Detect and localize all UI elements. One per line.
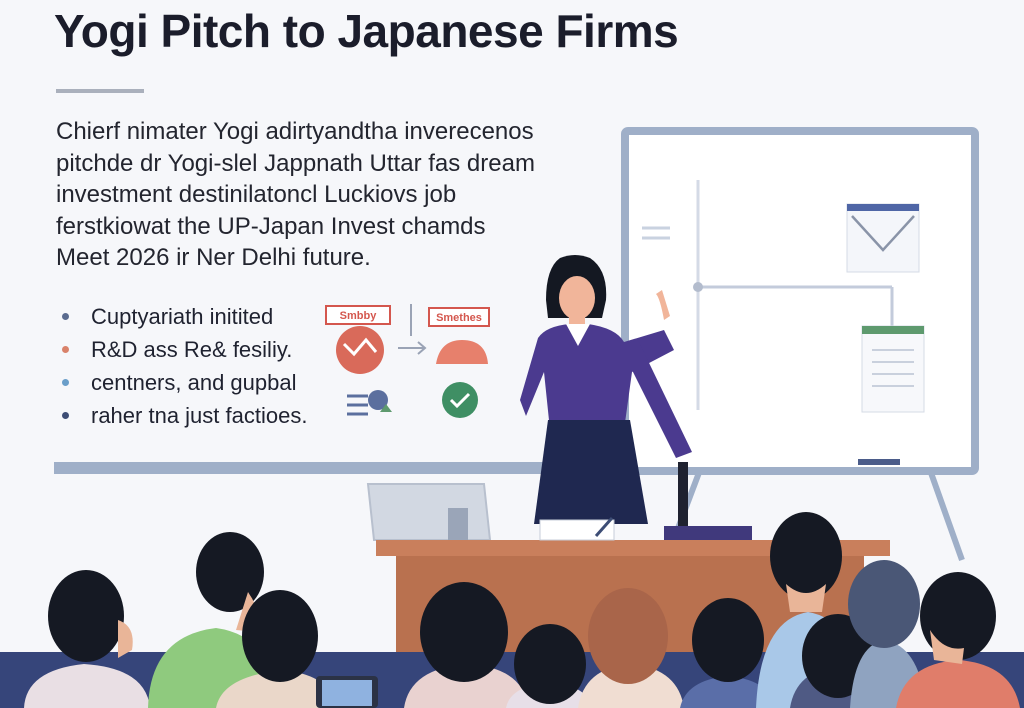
- board-marker: [858, 459, 900, 465]
- audience-member: [404, 664, 528, 708]
- audience-face: [786, 584, 826, 612]
- board-node: [693, 282, 703, 292]
- pen-icon: [594, 517, 614, 537]
- presenter-arm: [620, 340, 692, 458]
- presenter: [520, 255, 692, 526]
- folder: [664, 526, 752, 540]
- audience: [0, 512, 1024, 708]
- globe-icon: [336, 326, 384, 374]
- globe-icon-mark: [342, 337, 378, 357]
- easel-leg-right: [927, 468, 965, 562]
- headline: Yogi Pitch to Japanese Firms: [54, 5, 679, 57]
- laptop-screen: [366, 483, 492, 541]
- audience-head: [920, 572, 996, 660]
- network-icon: [368, 390, 388, 410]
- bullet-dot: [62, 346, 69, 353]
- bullet-item: Cuptyariath initited: [56, 300, 326, 333]
- intro-line: ferstkiowat the UP-Japan Invest chamds: [56, 212, 486, 240]
- bullet-text: centners, and gupbal: [91, 370, 297, 395]
- pointer-stick: [678, 462, 688, 526]
- check-mark: [449, 392, 471, 409]
- envelope-icon: [851, 215, 915, 252]
- bullet-item: raher tna just factioes.: [56, 399, 326, 432]
- audience-head: [420, 582, 508, 682]
- intro-line: Meet 2026 ir Ner Delhi future.: [56, 244, 371, 271]
- title-underline: [56, 89, 144, 93]
- flow-cards: Smbby Smethes: [325, 304, 490, 418]
- bullet-item: R&D ass Re& fesiliy.: [56, 333, 326, 366]
- audience-member: [896, 660, 1020, 708]
- arrow-right-icon: [398, 341, 427, 355]
- intro-line: Chierf nimater Yogi adirtyandtha inverec…: [56, 118, 534, 145]
- board-document-card: [861, 325, 925, 413]
- flow-card-tag: [428, 307, 490, 327]
- audience-head: [588, 588, 668, 684]
- audience-member: [680, 676, 776, 708]
- laptop: [366, 483, 492, 541]
- leaf-icon: [380, 404, 392, 412]
- audience-head: [770, 512, 842, 600]
- board-document-bar: [862, 326, 924, 334]
- presenter-face: [559, 276, 595, 320]
- presenter-skirt: [534, 420, 648, 524]
- board-envelope-card: [846, 203, 920, 273]
- intro-line: pitchde dr Yogi-slel Jappnath Uttar fas …: [56, 149, 535, 177]
- whiteboard-frame: [621, 127, 979, 475]
- bullet-text: Cuptyariath initited: [91, 304, 274, 329]
- intro-paragraph: Chierf nimater Yogi adirtyandtha inverec…: [56, 116, 536, 274]
- audience-head: [242, 590, 318, 682]
- audience-ear: [118, 620, 133, 658]
- bullet-dot: [62, 379, 69, 386]
- bullet-item: centners, and gupbal: [56, 366, 326, 399]
- flow-card-label: Smethes: [436, 312, 482, 324]
- flow-card-label: Smbby: [340, 310, 378, 322]
- audience-member: [578, 664, 684, 708]
- audience-member: [24, 664, 150, 708]
- presenter-collar: [566, 324, 590, 346]
- podium-top: [376, 540, 890, 556]
- bullet-dot: [62, 412, 69, 419]
- audience-member: [216, 670, 338, 708]
- audience-head: [48, 570, 124, 662]
- bullet-list: Cuptyariath initited R&D ass Re& fesiliy…: [56, 300, 326, 432]
- bullet-dot: [62, 313, 69, 320]
- audience-head: [692, 598, 764, 682]
- tablet-screen: [322, 680, 372, 706]
- bullet-text: raher tna just factioes.: [91, 403, 308, 428]
- cloud-icon: [436, 340, 488, 364]
- bullet-text: R&D ass Re& fesiliy.: [91, 337, 293, 362]
- audience-face: [930, 630, 964, 664]
- whiteboard: [621, 127, 979, 562]
- laptop-stand: [448, 508, 468, 540]
- audience-head: [848, 560, 920, 648]
- intro-line: investment destinilatoncl Luckiovs job: [56, 181, 457, 208]
- check-circle-icon: [442, 382, 478, 418]
- audience-head: [514, 624, 586, 704]
- presenter-hand-pointing: [656, 290, 670, 320]
- audience-head: [196, 532, 264, 612]
- board-envelope-bar: [847, 204, 919, 211]
- flow-card-tag: [325, 305, 391, 325]
